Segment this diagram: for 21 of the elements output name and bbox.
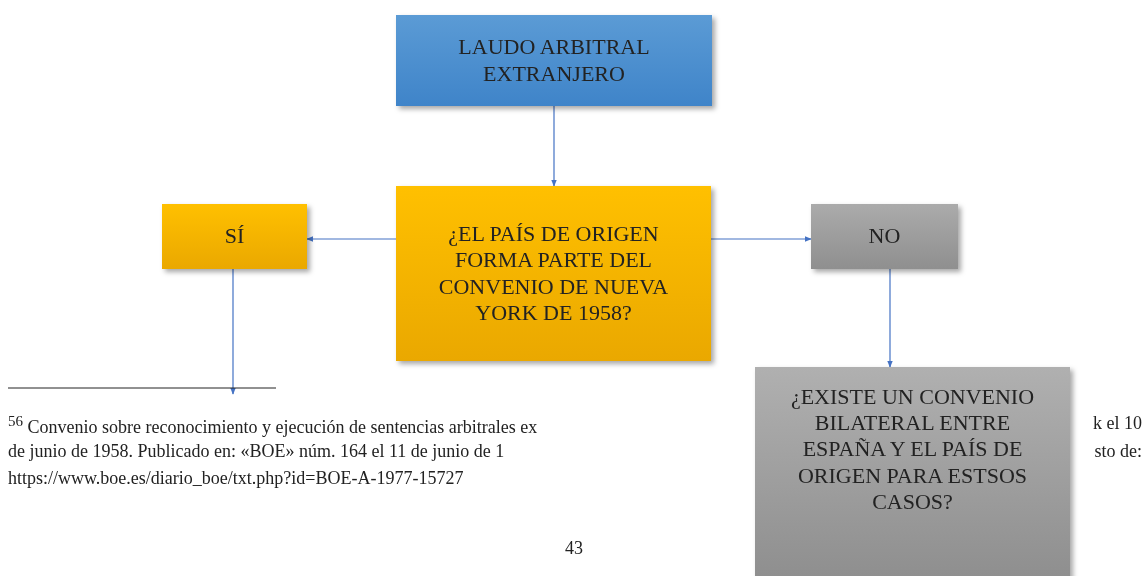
- decision-box: [755, 367, 1070, 576]
- node-text: ¿EL PAÍS DE ORIGEN FORMA PARTE DEL CONVENIO DE NUEVA YORK DE 1958?: [437, 220, 670, 327]
- arrow: [710, 236, 812, 242]
- process-box: [811, 204, 958, 269]
- process-box: [162, 204, 307, 269]
- footnote-text: k el 10: [1093, 413, 1142, 434]
- decision-box: [396, 186, 711, 361]
- footnote-link: https://www.boe.es/diario_boe/txt.php?id=BOE-A-1977-15727: [8, 468, 464, 489]
- page-number: 43: [565, 538, 583, 559]
- node-text: ¿EXISTE UN CONVENIO BILATERAL ENTRE ESPAÑA Y EL PAÍS DE ORIGEN PARA ESTSOS CASOS?: [789, 383, 1036, 516]
- node-text: LAUDO ARBITRAL EXTRANJERO: [457, 34, 651, 87]
- footnote-text: sto de:: [1094, 441, 1142, 462]
- arrow: [306, 236, 397, 242]
- arrow: [230, 268, 236, 395]
- node-text: NO: [868, 223, 901, 250]
- node-text: SÍ: [224, 223, 245, 250]
- footnote-text: de junio de 1958. Publicado en: «BOE» núm. 164 el 11 de junio de 1: [8, 441, 505, 462]
- process-box: [396, 15, 712, 106]
- footnote-text: $^{56}$ Convenio sobre reconocimiento y ejecución de sentencias arbitrales ex: [8, 413, 538, 438]
- arrow: [887, 268, 893, 368]
- arrow: [551, 105, 557, 187]
